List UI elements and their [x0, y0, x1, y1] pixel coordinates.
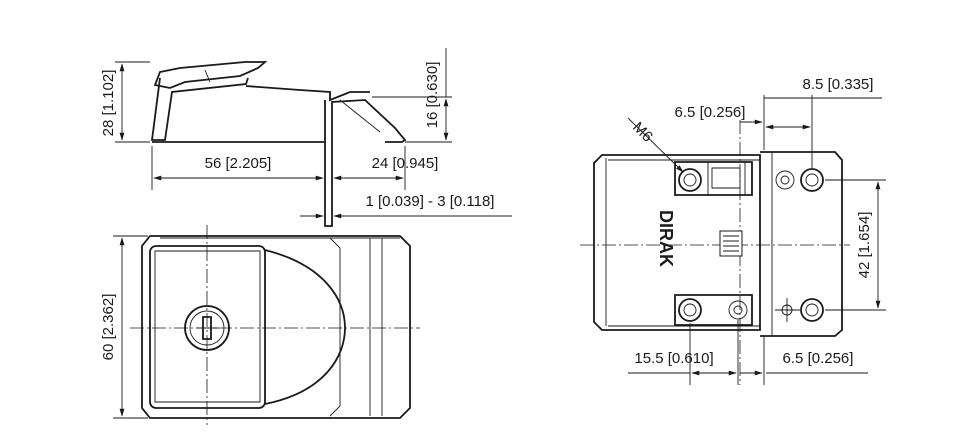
dim-length-left: 56 [2.205]	[205, 155, 272, 172]
dim-offset-bottom-left: 15.5 [0.610]	[634, 350, 713, 367]
hole-bottom-left	[678, 298, 702, 322]
hole-bottom-right	[800, 298, 824, 322]
hole-top-left	[678, 168, 702, 192]
front-view: 60 [2.362]	[100, 225, 420, 425]
dim-length-right: 24 [0.945]	[372, 155, 439, 172]
dim-hole-spacing: 42 [1.654]	[856, 212, 873, 279]
brand-logo: DIRAK	[656, 210, 676, 267]
side-view: 28 [1.102] 16 [0.630] 56 [2.205] 24 [0.9…	[100, 48, 512, 227]
dim-offset-top-right: 8.5 [0.335]	[803, 76, 874, 93]
dim-height-total: 28 [1.102]	[100, 70, 117, 137]
back-view: DIRAK M6 6.5 [0.256] 8.5 [0.335] 42 [1.6…	[580, 76, 886, 385]
dim-front-height: 60 [2.362]	[100, 294, 117, 361]
dim-offset-top-left: 6.5 [0.256]	[675, 104, 746, 121]
dim-offset-bottom-right: 6.5 [0.256]	[783, 350, 854, 367]
dim-thickness-range: 1 [0.039] - 3 [0.118]	[366, 193, 495, 210]
label-plate	[719, 230, 743, 257]
dim-height-right: 16 [0.630]	[424, 62, 441, 129]
hole-top-right	[800, 168, 824, 192]
